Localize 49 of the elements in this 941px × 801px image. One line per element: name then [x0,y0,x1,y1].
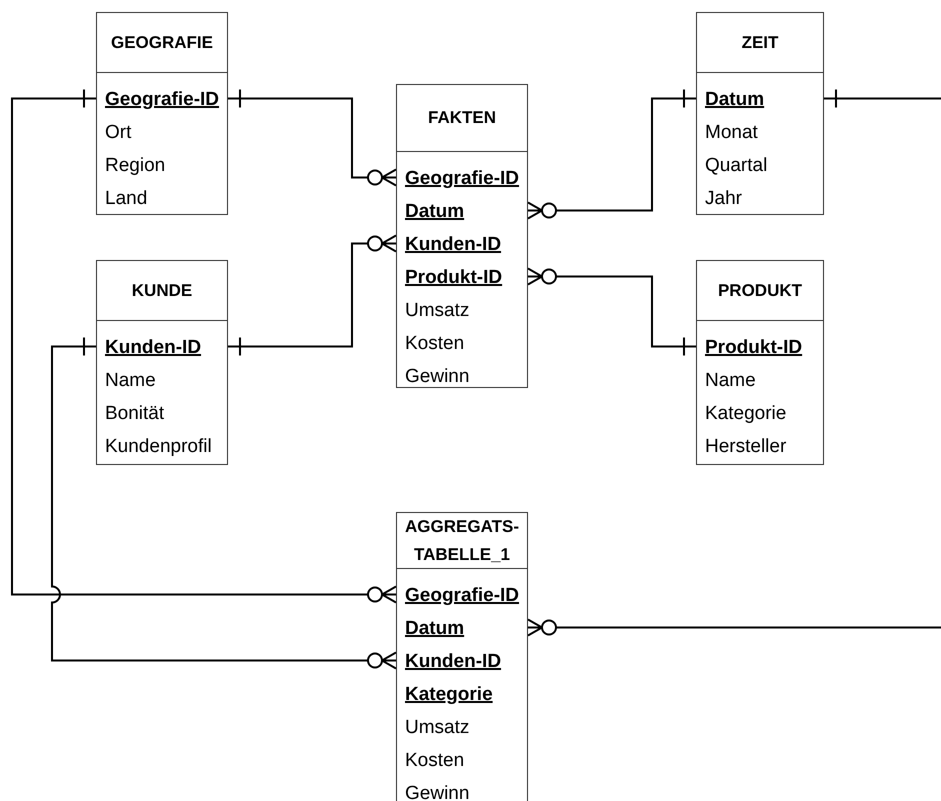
attribute-name: Datum [705,88,764,112]
attribute-name: Gewinn [405,782,470,801]
relationship-line [228,234,397,356]
relationship-line [527,88,941,636]
entity-table [696,12,824,215]
entity-table [396,512,528,801]
attribute-name: Region [105,154,166,178]
attribute-name: Geografie-ID [405,167,520,191]
attribute-name: Kunden-ID [105,336,202,360]
relationship-line [527,268,696,356]
attribute-name: Produkt-ID [405,266,502,290]
relationship-line [228,88,397,186]
table-name: ZEIT [742,32,778,54]
table-name: AGGREGATS-TABELLE_1 [404,516,520,566]
relationship-line [11,88,397,604]
attribute-name: Name [105,369,156,393]
attribute-name: Bonität [105,402,164,426]
attribute-name: Umsatz [405,716,470,740]
attribute-name: Geografie-ID [405,584,520,608]
attribute-name: Kosten [405,749,464,773]
attribute-name: Geografie-ID [105,88,220,112]
table-name: FAKTEN [428,107,496,129]
entity-table [396,84,528,388]
table-name: PRODUKT [718,280,802,302]
relationship-line [527,88,696,220]
attribute-name: Monat [705,121,758,145]
entity-table [96,260,228,465]
attribute-name: Jahr [705,187,742,211]
attribute-name: Hersteller [705,435,786,459]
attribute-name: Land [105,187,148,211]
attribute-name: Kategorie [705,402,786,426]
attribute-name: Kategorie [405,683,493,707]
attribute-name: Datum [405,200,464,224]
attribute-name: Kundenprofil [105,435,212,459]
attribute-name: Ort [105,121,132,145]
entity-table [696,260,824,465]
attribute-name: Gewinn [405,365,470,389]
table-name: GEOGRAFIE [110,32,213,54]
attribute-name: Datum [405,617,464,641]
attribute-name: Kosten [405,332,464,356]
attribute-name: Produkt-ID [705,336,802,360]
attribute-name: Kunden-ID [405,233,502,257]
attribute-name: Name [705,369,756,393]
attribute-name: Kunden-ID [405,650,502,674]
table-name: KUNDE [132,280,192,302]
entity-table [96,12,228,215]
attribute-name: Quartal [705,154,768,178]
relationship-line [51,336,397,670]
attribute-name: Umsatz [405,299,470,323]
